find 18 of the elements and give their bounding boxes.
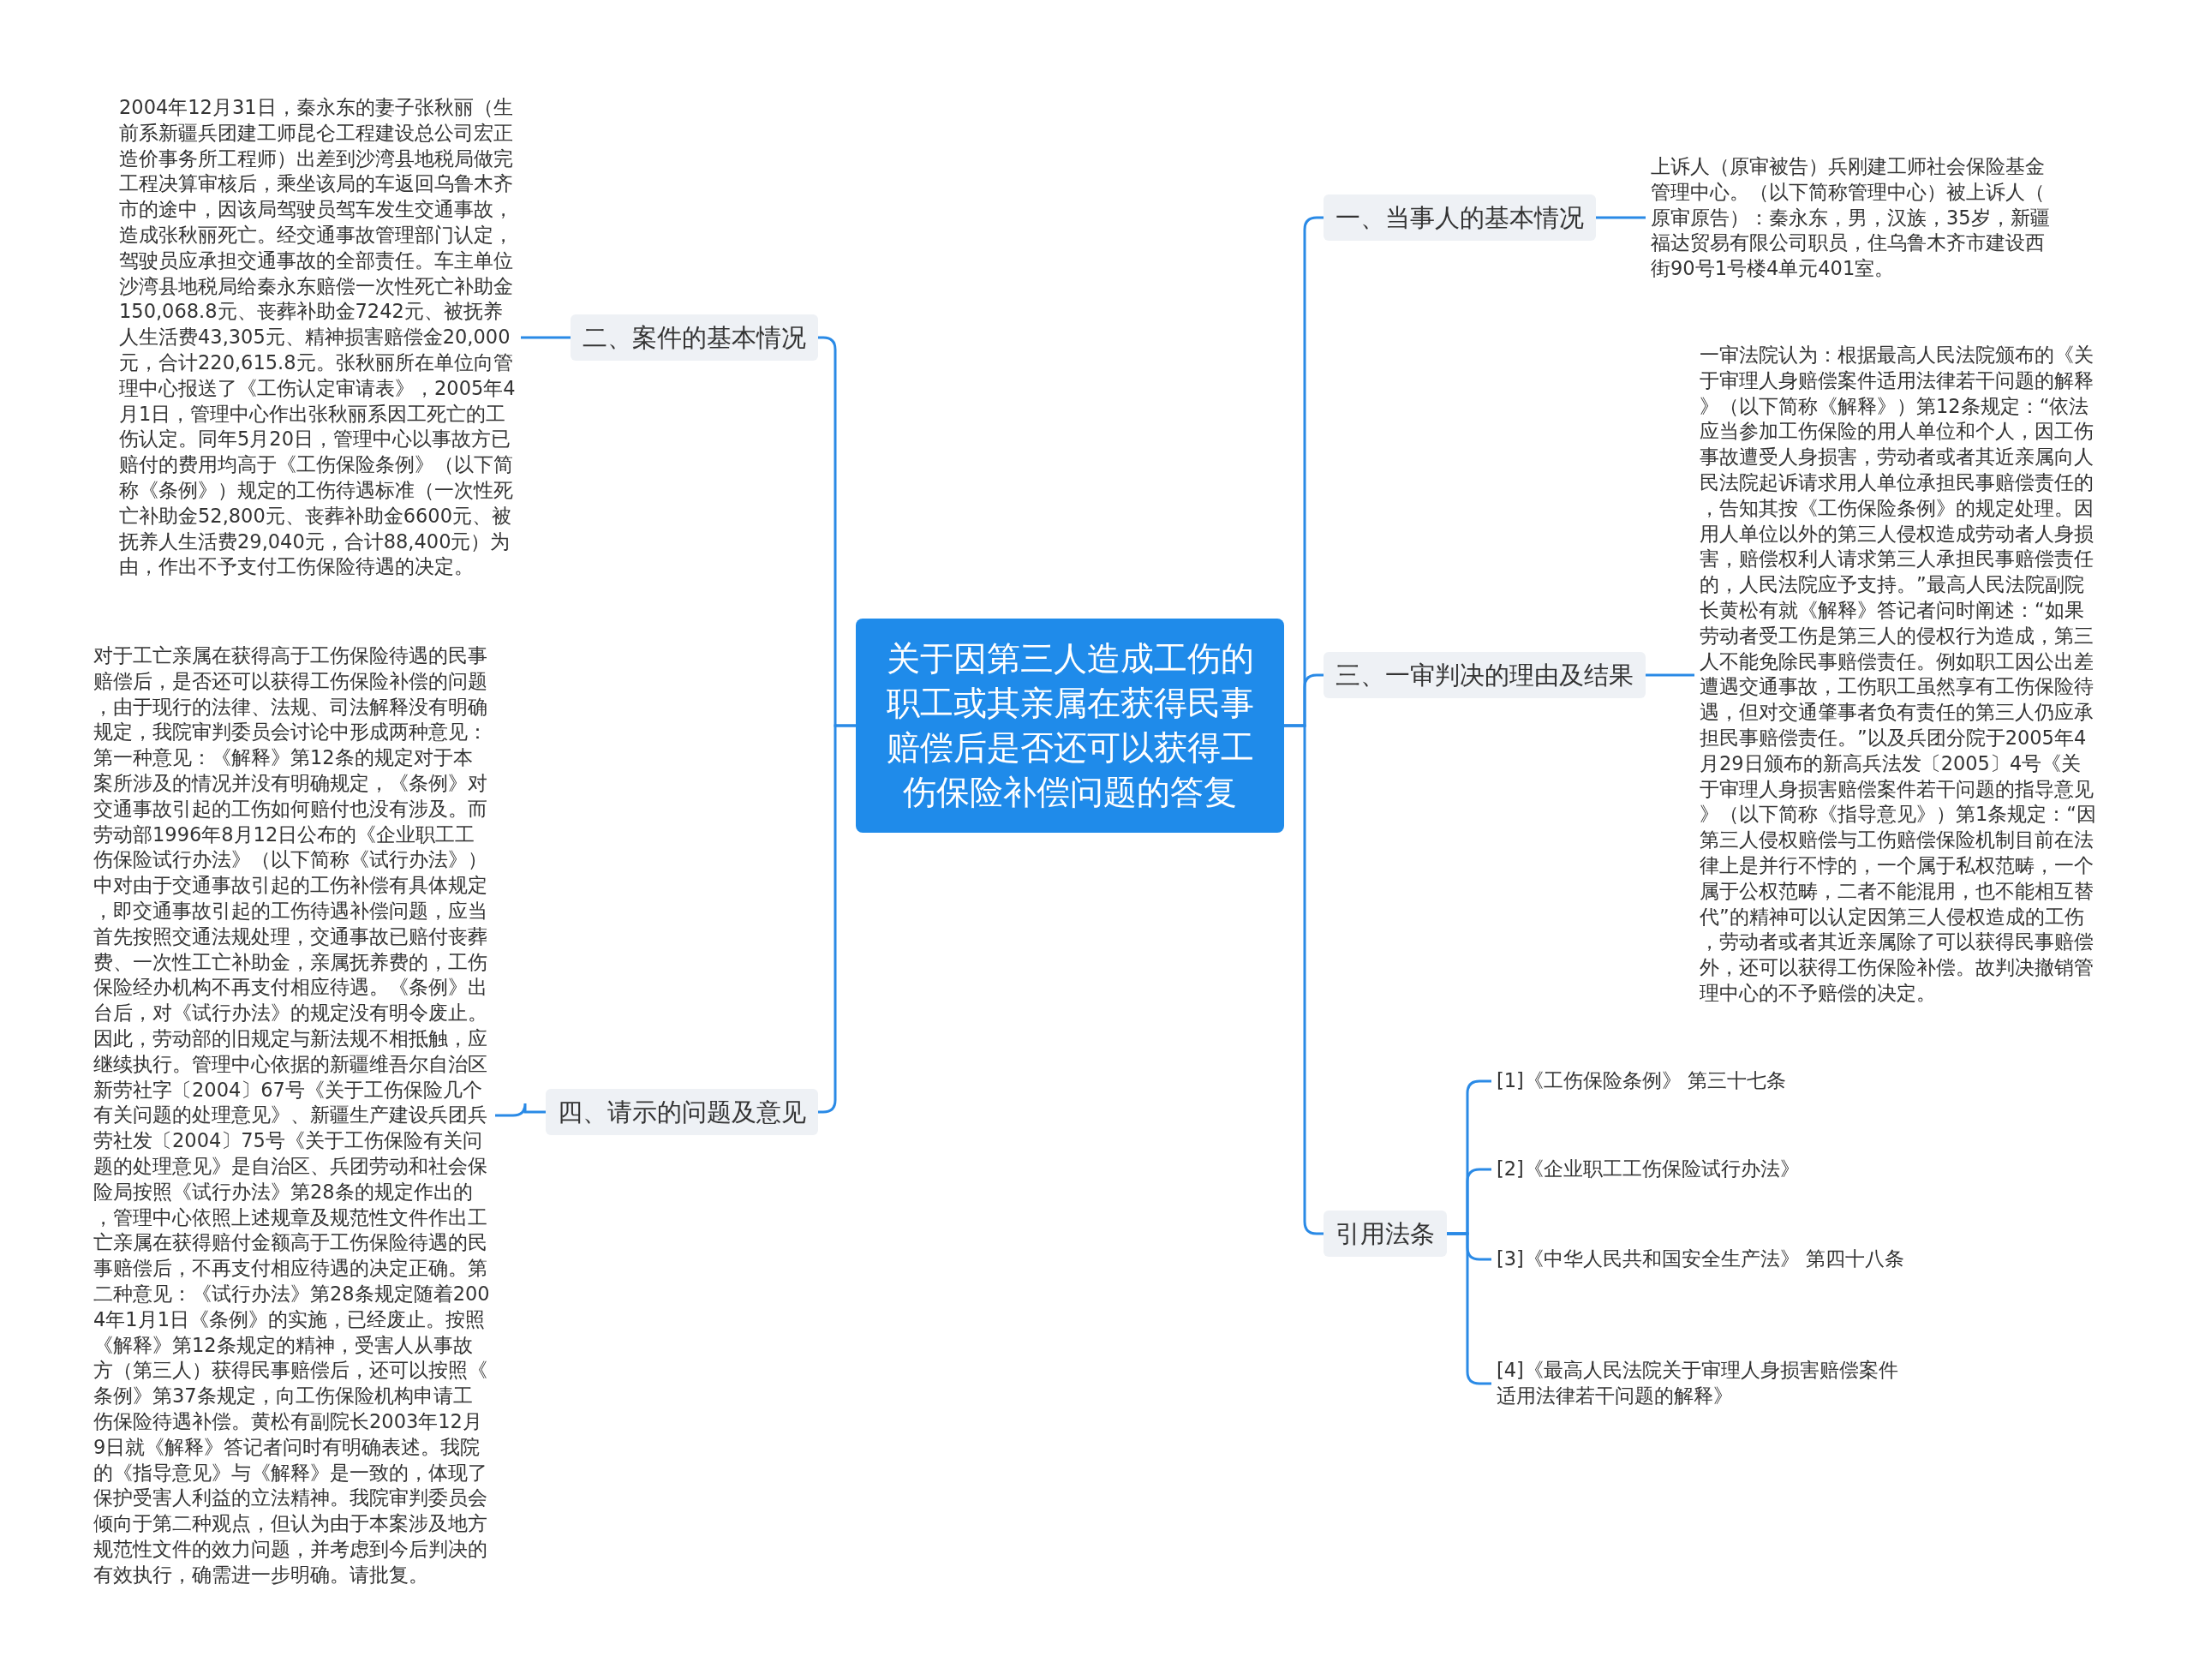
- reference-text: [2]《企业职工工伤保险试行办法》: [1497, 1157, 1916, 1182]
- reference-text: [3]《中华人民共和国安全生产法》 第四十八条: [1497, 1247, 1916, 1272]
- note-text: 一审法院认为：根据最高人民法院颁布的《关于审理人身赔偿案件适用法律若干问题的解释》（以下简称《解释》）第12条规定：“依法应当参加工伤保险的用人单位和个人，因工伤事故遭受人身损害，劳动者或者其近亲属向人民法院起诉请求用人单位承担民事赔偿责任的，告知其按《工伤保险条例》的规定处理。因用人单位以外的第三人侵权造成劳动者人身损害，赔偿权利人请求第三人承担民事赔偿责任的，人民法院应予支持。”最高人民法院副院长黄松有就《解释》答记者问时阐述：“如果劳动者受工伤是第三人的侵权行为造成，第三人不能免除民事赔偿责任。例如职工因公出差遭遇交通事故，工伤职工虽然享有工伤保险待遇，但对交通肇事者负有责任的第三人仍应承担民事赔偿责任。”以及兵团分院于2005年4月29日颁布的新高兵法发〔2005〕4号《关于审理人身损害赔偿案件若干问题的指导意见》（以下简称《指导意见》）第1条规定：“因第三人侵权赔偿与工伤赔偿保险机制目前在法律上是并行不悖的，一个属于私权范畴，一个属于公权范畴，二者不能混用，也不能相互替代”的精神可以认定因第三人侵权造成的工伤，劳动者或者其近亲属除了可以获得民事赔偿外，还可以获得工伤保险补偿。故判决撤销管理中心的不予赔偿的决定。: [1700, 343, 2099, 1007]
- reference-text: [4]《最高人民法院关于审理人身损害赔偿案件适用法律若干问题的解释》: [1497, 1358, 1916, 1409]
- note-text: 上诉人（原审被告）兵刚建工师社会保险基金管理中心。（以下简称管理中心）被上诉人（原审原告）：秦永东，男，汉族，35岁，新疆福达贸易有限公司职员，住乌鲁木齐市建设西街90号1号楼4单元401室。: [1651, 154, 2064, 282]
- topic-box: 一、当事人的基本情况: [1324, 194, 1596, 241]
- topic-box: 引用法条: [1324, 1211, 1447, 1257]
- reference-text: [1]《工伤保险条例》 第三十七条: [1497, 1068, 1916, 1094]
- topic-box: 二、案件的基本情况: [571, 314, 818, 361]
- central-topic-box: 关于因第三人造成工伤的职工或其亲属在获得民事赔偿后是否还可以获得工伤保险补偿问题的答复: [856, 619, 1284, 833]
- connector-line: [1596, 216, 1646, 219]
- topic-box: 三、一审判决的理由及结果: [1324, 652, 1646, 698]
- connector-line: [495, 1102, 546, 1117]
- topic-box: 四、请示的问题及意见: [546, 1089, 818, 1135]
- connector-line: [521, 336, 571, 339]
- note-text: 2004年12月31日，秦永东的妻子张秋丽（生前系新疆兵团建工师昆仑工程建设总公司宏正造价事务所工程师）出差到沙湾县地税局做完工程决算审核后，乘坐该局的车返回乌鲁木齐市的途中，因该局驾驶员驾车发生交通事故，造成张秋丽死亡。经交通事故管理部门认定，驾驶员应承担交通事故的全部责任。车主单位沙湾县地税局给秦永东赔偿一次性死亡补助金150,068.8元、丧葬补助金7242元、被抚养人生活费43,305元、精神损害赔偿金20,000元，合计220,615.8元。张秋丽所在单位向管理中心报送了《工伤认定审请表》，2005年4月1日，管理中心作出张秋丽系因工死亡的工伤认定。同年5月20日，管理中心以事故方已赔付的费用均高于《工伤保险条例》（以下简称《条例》）规定的工伤待遇标准（一次性死亡补助金52,800元、丧葬补助金6600元、被抚养人生活费29,040元，合计88,400元）为由，作出不予支付工伤保险待遇的决定。: [119, 95, 516, 581]
- connector-line: [1646, 673, 1694, 677]
- note-text: 对于工亡亲属在获得高于工伤保险待遇的民事赔偿后，是否还可以获得工伤保险补偿的问题，由于现行的法律、法规、司法解释没有明确规定，我院审判委员会讨论中形成两种意见：第一种意见：《解释》第12条的规定对于本案所涉及的情况并没有明确规定，《条例》对交通事故引起的工伤如何赔付也没有涉及。而劳动部1996年8月12日公布的《企业职工工伤保险试行办法》（以下简称《试行办法》）中对由于交通事故引起的工伤补偿有具体规定，即交通事故引起的工伤待遇补偿问题，应当首先按照交通法规处理，交通事故已赔付丧葬费、一次性工亡补助金，亲属抚养费的，工伤保险经办机构不再支付相应待遇。《条例》出台后，对《试行办法》的规定没有明令废止。因此，劳动部的旧规定与新法规不相抵触，应继续执行。管理中心依据的新疆维吾尔自治区新劳社字〔2004〕67号《关于工伤保险几个有关问题的处理意见》、新疆生产建设兵团兵劳社发〔2004〕75号《关于工伤保险有关问题的处理意见》是自治区、兵团劳动和社会保险局按照《试行办法》第28条的规定作出的，管理中心依照上述规章及规范性文件作出工亡亲属在获得赔付金额高于工伤保险待遇的民事赔偿后，不再支付相应待遇的决定正确。第二种意见：《试行办法》第28条规定随着2004年1月1日《条例》的实施，已经废止。按照《解释》第12条规定的精神，受害人从事故方（第三人）获得民事赔偿后，还可以按照《条例》第37条规定，向工伤保险机构申请工伤保险待遇补偿。黄松有副院长2003年12月9日就《解释》答记者问时有明确表述。我院的《指导意见》与《解释》是一致的，体现了保护受害人利益的立法精神。我院审判委员会倾向于第二种观点，但认为由于本案涉及地方规范性文件的效力问题，并考虑到今后判决的有效执行，确需进一步明确。请批复。: [93, 643, 490, 1588]
